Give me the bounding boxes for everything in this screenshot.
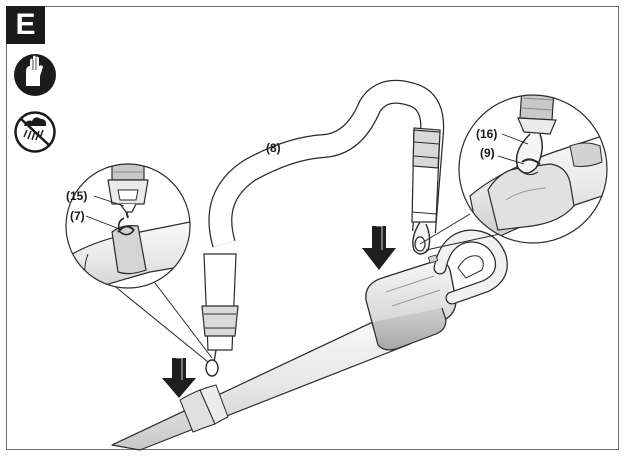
callout-leaders xyxy=(85,133,529,231)
callout-left-hook: (15) xyxy=(66,189,87,203)
callout-right-eyelet: (9) xyxy=(480,146,495,160)
attach-arrow-left-icon xyxy=(162,357,196,398)
figure-badge: E xyxy=(6,6,45,44)
do-not-expose-to-rain-icon xyxy=(14,111,56,153)
shoulder-strap xyxy=(201,79,445,377)
callout-right-hook: (16) xyxy=(476,127,497,141)
attach-arrow-right-icon xyxy=(362,225,396,270)
callout-left-eyelet: (7) xyxy=(70,209,85,223)
zoom-leader-lines xyxy=(111,213,501,363)
callout-strap: (8) xyxy=(266,141,281,155)
figure-frame xyxy=(6,6,619,450)
wear-gloves-icon xyxy=(14,54,56,96)
detail-zoom-left xyxy=(65,163,191,289)
detail-zoom-right xyxy=(458,94,608,244)
